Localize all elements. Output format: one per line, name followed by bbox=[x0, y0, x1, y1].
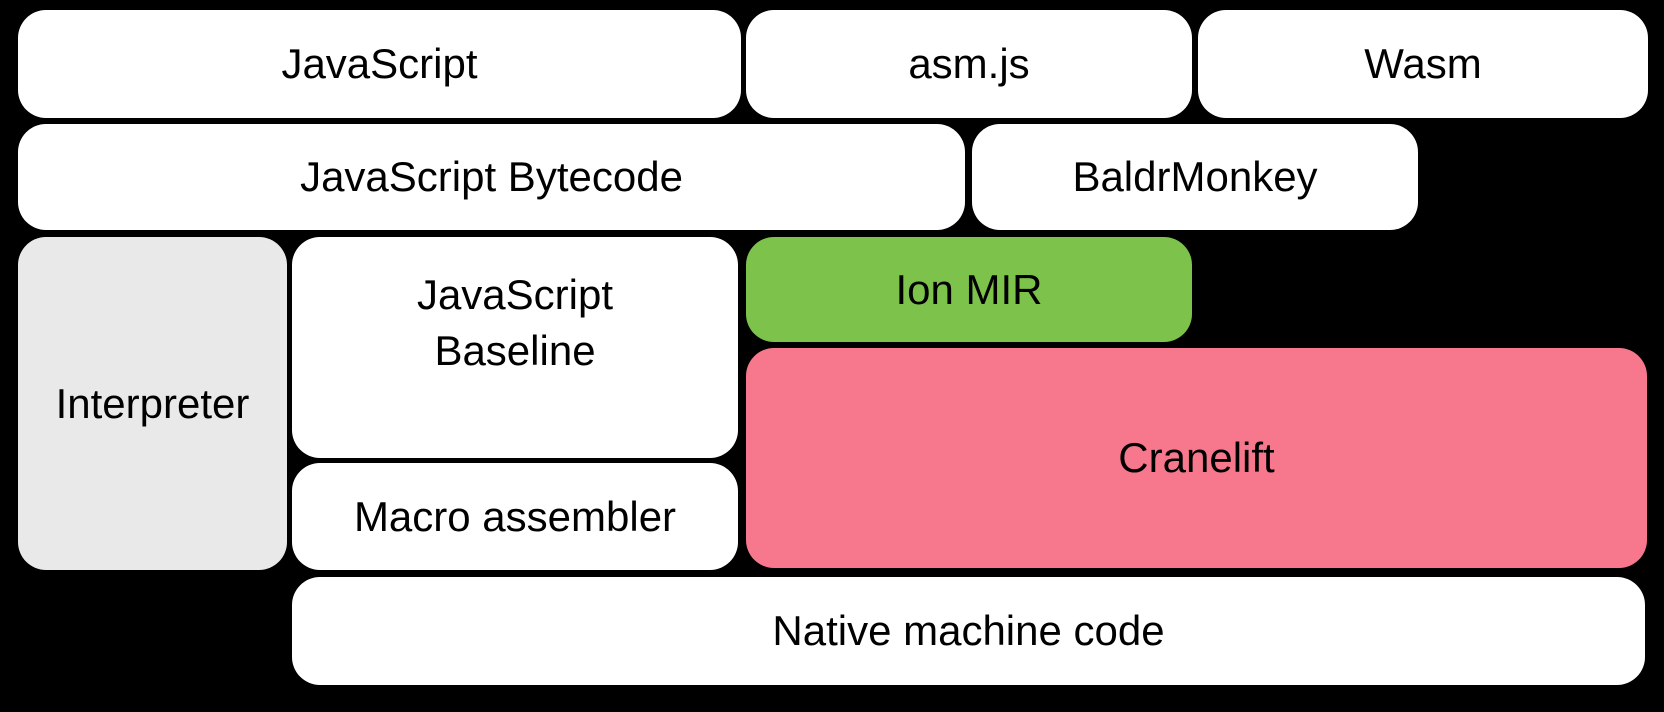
box-cranelift-label: Cranelift bbox=[1118, 434, 1275, 482]
box-asmjs: asm.js bbox=[746, 10, 1192, 118]
box-javascript-bytecode: JavaScript Bytecode bbox=[18, 124, 965, 230]
box-interpreter: Interpreter bbox=[18, 237, 287, 570]
box-wasm: Wasm bbox=[1198, 10, 1648, 118]
box-native-machine-code: Native machine code bbox=[292, 577, 1645, 685]
box-javascript-label: JavaScript bbox=[281, 40, 478, 88]
box-ion-mir: Ion MIR bbox=[746, 237, 1192, 342]
box-macro-assembler: Macro assembler bbox=[292, 463, 738, 570]
box-wasm-label: Wasm bbox=[1364, 40, 1482, 88]
box-cranelift: Cranelift bbox=[746, 348, 1647, 568]
box-javascript-baseline: JavaScript Baseline bbox=[292, 237, 738, 458]
box-baldrmonkey: BaldrMonkey bbox=[972, 124, 1418, 230]
box-javascript-bytecode-label: JavaScript Bytecode bbox=[300, 153, 683, 201]
box-baldrmonkey-label: BaldrMonkey bbox=[1072, 153, 1318, 201]
box-native-machine-code-label: Native machine code bbox=[772, 607, 1165, 655]
box-ion-mir-label: Ion MIR bbox=[895, 265, 1043, 313]
box-asmjs-label: asm.js bbox=[908, 40, 1030, 88]
box-interpreter-label: Interpreter bbox=[55, 379, 250, 427]
box-macro-assembler-label: Macro assembler bbox=[353, 492, 677, 540]
box-javascript-baseline-label: JavaScript Baseline bbox=[416, 271, 614, 374]
box-javascript: JavaScript bbox=[18, 10, 741, 118]
